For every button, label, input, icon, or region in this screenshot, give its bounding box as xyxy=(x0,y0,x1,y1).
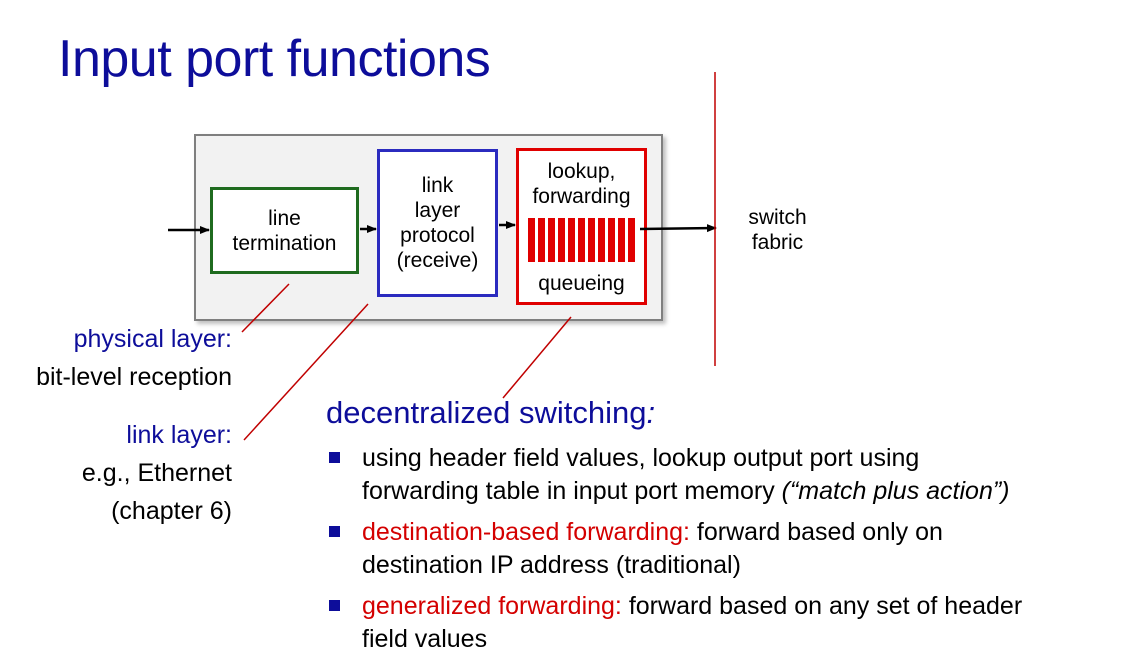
bullet-lead: generalized forwarding: xyxy=(362,592,622,620)
queue-bar xyxy=(568,218,575,262)
line-termination-box: line termination xyxy=(210,187,359,274)
switch-fabric-label: switch fabric xyxy=(730,205,825,255)
link-protocol-label-1: link xyxy=(421,174,454,197)
bullet-lead: destination-based forwarding: xyxy=(362,518,690,546)
physical-layer-callout: physical layer: bit-level reception xyxy=(36,320,232,396)
bullet-item: destination-based forwarding: forward ba… xyxy=(326,516,1141,582)
queue-bar xyxy=(618,218,625,262)
bullet-text-cont: destination IP address (traditional) xyxy=(362,551,741,579)
line-termination-label-1: line xyxy=(268,206,301,230)
link-protocol-label-2: layer xyxy=(414,199,461,222)
decentralized-heading: decentralized switching: xyxy=(326,392,655,434)
bullet-text: using header field values, lookup output… xyxy=(362,444,920,472)
bullet-square-icon xyxy=(329,600,340,611)
link-protocol-label-4: (receive) xyxy=(396,249,479,272)
queue-bars xyxy=(528,218,635,262)
physical-callout-line xyxy=(241,283,290,333)
queue-bar xyxy=(628,218,635,262)
bullet-italic: (“match plus action”) xyxy=(781,477,1010,505)
decentralized-heading-text: decentralized switching xyxy=(326,395,647,430)
link-layer-desc-1: e.g., Ethernet xyxy=(81,459,232,487)
queue-bar xyxy=(548,218,555,262)
physical-layer-desc: bit-level reception xyxy=(36,363,232,391)
link-layer-title: link layer: xyxy=(126,421,232,449)
decentralized-bullets: using header field values, lookup output… xyxy=(326,442,1141,664)
switch-fabric-label-2: fabric xyxy=(751,231,804,254)
link-layer-desc-2: (chapter 6) xyxy=(111,497,232,525)
queue-bar xyxy=(528,218,535,262)
bullet-square-icon xyxy=(329,526,340,537)
queue-bar xyxy=(608,218,615,262)
queue-bar xyxy=(558,218,565,262)
line-termination-label-2: termination xyxy=(232,231,337,255)
lookup-label-2: forwarding xyxy=(532,185,631,208)
slide-title: Input port functions xyxy=(58,30,491,88)
queue-bar xyxy=(588,218,595,262)
lookup-label-1: lookup, xyxy=(547,160,616,183)
queueing-label: queueing xyxy=(538,272,625,295)
link-layer-protocol-box: link layer protocol (receive) xyxy=(377,149,498,297)
bullet-square-icon xyxy=(329,452,340,463)
lookup-forwarding-box: lookup, forwarding queueing xyxy=(516,148,647,305)
decentral-callout-line xyxy=(502,316,572,399)
bullet-text-cont: forwarding table in input port memory xyxy=(362,477,782,505)
link-protocol-label-3: protocol xyxy=(400,224,475,247)
lookup-to-fabric-arrow xyxy=(639,224,717,233)
physical-layer-title: physical layer: xyxy=(73,325,232,353)
queue-bar xyxy=(578,218,585,262)
bullet-item: using header field values, lookup output… xyxy=(326,442,1141,508)
bullet-text-cont: field values xyxy=(362,625,488,653)
decentralized-heading-colon: : xyxy=(646,395,656,430)
queue-bar xyxy=(598,218,605,262)
queue-bar xyxy=(538,218,545,262)
switch-fabric-label-1: switch xyxy=(748,206,807,229)
link-callout-line xyxy=(243,303,369,441)
bullet-text: forward based on any set of header xyxy=(621,592,1023,620)
bullet-text: forward based only on xyxy=(689,518,943,546)
bullet-item: generalized forwarding: forward based on… xyxy=(326,590,1141,656)
link-layer-callout: link layer: e.g., Ethernet (chapter 6) xyxy=(82,416,232,530)
